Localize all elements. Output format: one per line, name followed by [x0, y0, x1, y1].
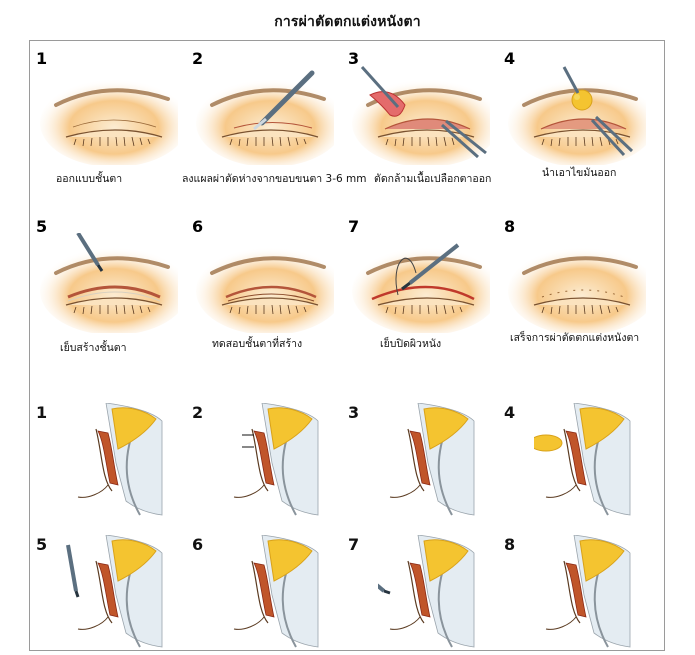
needle-holder-icon: [378, 583, 391, 595]
step-number: 2: [192, 49, 204, 68]
step-number: 4: [504, 49, 516, 68]
step-number: 8: [504, 535, 516, 554]
step-number: 1: [36, 403, 48, 422]
step-caption: นำเอาไขมันออก: [542, 167, 617, 179]
step-caption: ออกแบบชั้นตา: [56, 173, 123, 185]
eye-illustration: [194, 70, 334, 165]
step-caption: เสร็จการผ่าตัดตกแต่งหนังตา: [510, 332, 640, 344]
step-number: 6: [192, 535, 204, 554]
eye-illustration: [506, 66, 646, 165]
step-caption: ทดสอบชั้นตาที่สร้าง: [212, 338, 303, 350]
diagram-frame: 1 ออกแบบชั้นตา 2 ลงแผลผ่าตัดห่างจากขอบขน…: [29, 40, 665, 651]
step-number: 3: [348, 403, 360, 422]
section-step-7: 7: [348, 535, 498, 655]
section-step-1: 1: [36, 403, 186, 523]
eye-illustration: [350, 65, 490, 165]
section-step-4: 4: [504, 403, 654, 523]
eye-illustration: [506, 245, 646, 333]
step-number: 1: [36, 49, 48, 68]
forceps-icon: [562, 66, 634, 157]
step-caption: เย็บสร้างชั้นตา: [60, 342, 127, 354]
section-step-8: 8: [504, 535, 654, 655]
eye-step-7: 7 เย็บปิดผิวหนัง: [346, 215, 496, 365]
cross-section-illustration: [534, 403, 631, 516]
needle-holder-icon: [401, 243, 460, 291]
eye-illustration: [350, 243, 490, 333]
eye-illustration: [194, 245, 334, 333]
eye-step-6: 6 ทดสอบชั้นตาที่สร้าง: [190, 215, 340, 365]
step-number: 7: [348, 217, 360, 236]
step-number: 6: [192, 217, 204, 236]
cross-section-illustration: [77, 403, 163, 516]
eye-step-2: 2 ลงแผลผ่าตัดห่างจากขอบขนตา 3-6 mm: [182, 47, 366, 197]
eye-step-8: 8 เสร็จการผ่าตัดตกแต่งหนังตา: [502, 215, 652, 365]
step-number: 7: [348, 535, 360, 554]
step-caption: ลงแผลผ่าตัดห่างจากขอบขนตา 3-6 mm: [182, 173, 367, 185]
cross-section-illustration: [233, 403, 319, 516]
eye-step-5: 5 เย็บสร้างชั้นตา: [34, 215, 184, 365]
step-number: 2: [192, 403, 204, 422]
step-caption: เย็บปิดผิวหนัง: [380, 338, 442, 350]
cross-section-illustration: [389, 403, 475, 516]
forceps-icon: [360, 65, 487, 159]
needle-holder-icon: [66, 544, 80, 598]
eye-step-3: 3 ตัดกล้ามเนื้อเปลือกตาออก: [346, 47, 496, 197]
section-step-2: 2: [192, 403, 342, 523]
cross-section-illustration: [66, 535, 163, 648]
step-number: 3: [348, 49, 360, 68]
step-caption: ตัดกล้ามเนื้อเปลือกตาออก: [374, 173, 492, 185]
step-number: 8: [504, 217, 516, 236]
step-number: 4: [504, 403, 516, 422]
eye-step-1: 1 ออกแบบชั้นตา: [34, 47, 184, 197]
eye-step-4: 4 นำเอาไขมันออก: [502, 47, 652, 197]
cross-section-illustration: [233, 535, 319, 648]
page-title: การผ่าตัดตกแต่งหนังตา: [274, 14, 421, 30]
section-step-5: 5: [36, 535, 186, 655]
scalpel-icon: [253, 70, 315, 131]
cross-section-illustration: [378, 535, 475, 648]
section-step-3: 3: [348, 403, 498, 523]
needle-holder-icon: [76, 233, 104, 272]
section-step-6: 6: [192, 535, 342, 655]
cross-section-illustration: [545, 535, 631, 648]
step-number: 5: [36, 217, 48, 236]
eye-illustration: [38, 77, 178, 165]
eye-illustration: [38, 233, 178, 333]
step-number: 5: [36, 535, 48, 554]
